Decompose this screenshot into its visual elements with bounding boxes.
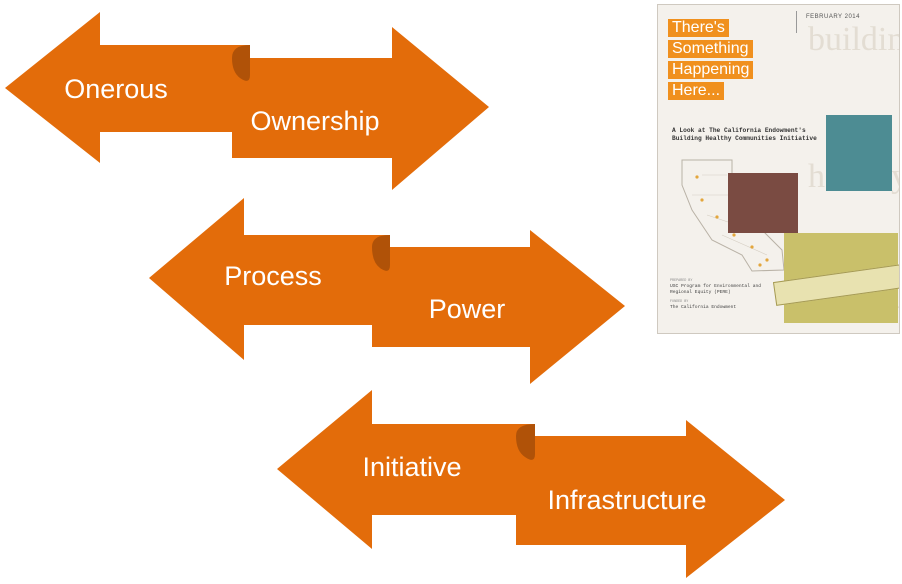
right-label-2: Power [429, 294, 506, 324]
arrow-pair-2: Process Power [149, 198, 625, 384]
left-label-1: Onerous [64, 74, 168, 104]
prepared-by: USC Program for Environmental and Region… [670, 284, 761, 295]
cover-title-line-3: Happening [668, 61, 754, 79]
prepared-by-label: PREPARED BY [670, 279, 693, 283]
cover-credits: PREPARED BY USC Program for Environmenta… [670, 275, 780, 311]
funded-by-label: FUNDED BY [670, 300, 689, 304]
left-arrow-1 [5, 12, 250, 163]
scroll-fold-1 [232, 45, 250, 81]
left-arrow-3 [277, 390, 535, 549]
right-label-3: Infrastructure [547, 485, 706, 515]
arrow-pair-1: Onerous Ownership [5, 12, 489, 190]
left-arrow-2 [149, 198, 390, 360]
cover-photo-rally [728, 173, 798, 233]
cover-bg-word-building: building [808, 21, 899, 58]
scroll-fold-3 [516, 424, 535, 460]
right-arrow-1 [232, 27, 489, 190]
right-arrow-2 [372, 230, 625, 384]
cover-title: There's Something Happening Here... [668, 19, 754, 103]
arrow-pair-3: Initiative Infrastructure [277, 390, 785, 578]
funded-by: The California Endowment [670, 305, 737, 310]
cover-title-line-4: Here... [668, 82, 725, 100]
right-arrow-3 [516, 420, 785, 578]
report-cover: building healthy communities FEBRUARY 20… [657, 4, 900, 334]
cover-date: FEBRUARY 2014 [806, 14, 860, 20]
left-label-3: Initiative [362, 452, 461, 482]
cover-subtitle: A Look at The California Endowment's Bui… [672, 127, 817, 142]
cover-divider [796, 11, 797, 33]
right-label-1: Ownership [250, 106, 379, 136]
scroll-fold-2 [372, 235, 390, 271]
left-label-2: Process [224, 261, 322, 291]
cover-title-line-1: There's [668, 19, 729, 37]
cover-photo-group [826, 115, 892, 191]
cover-title-line-2: Something [668, 40, 753, 58]
